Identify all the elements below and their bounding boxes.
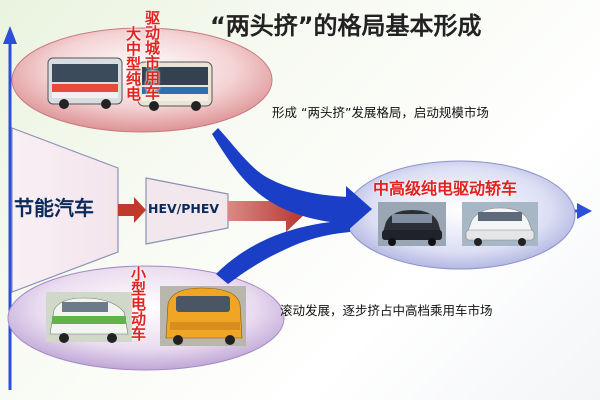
sedan-black-image	[378, 202, 446, 246]
funnel-to-hev-arrow	[118, 197, 146, 223]
bus-right-image	[137, 61, 213, 111]
energy-saving-label: 节能汽车	[14, 196, 94, 220]
hev-funnel	[145, 177, 229, 245]
vertical-axis-arrowhead	[3, 26, 17, 44]
energy-saving-funnel	[11, 127, 119, 293]
sedan-white-image	[462, 202, 538, 246]
top-caption: 形成 “两头挤”发展格局，启动规模市场	[272, 105, 489, 120]
bottom-caption: 滚动发展，逐步挤占中高档乘用车市场	[280, 303, 493, 318]
small-ev-right-image	[160, 286, 246, 346]
bottom-group-label: 小型电动车	[129, 266, 147, 341]
bus-left-image	[47, 57, 123, 109]
hev-phev-label: HEV/PHEV	[148, 201, 220, 216]
diagram-title: “两头挤”的格局基本形成	[210, 12, 482, 40]
top-curved-arrowhead	[346, 186, 372, 232]
bottom-curved-arrow	[216, 220, 350, 284]
target-label: 中高级纯电驱动轿车	[373, 179, 518, 198]
horizontal-axis-arrowhead	[577, 203, 592, 219]
top-curved-arrow	[212, 128, 350, 224]
small-ev-left-image	[46, 292, 132, 343]
top-group-label-left: 大中型纯电	[124, 26, 142, 101]
top-group-label: 驱动城市用车	[143, 10, 161, 100]
